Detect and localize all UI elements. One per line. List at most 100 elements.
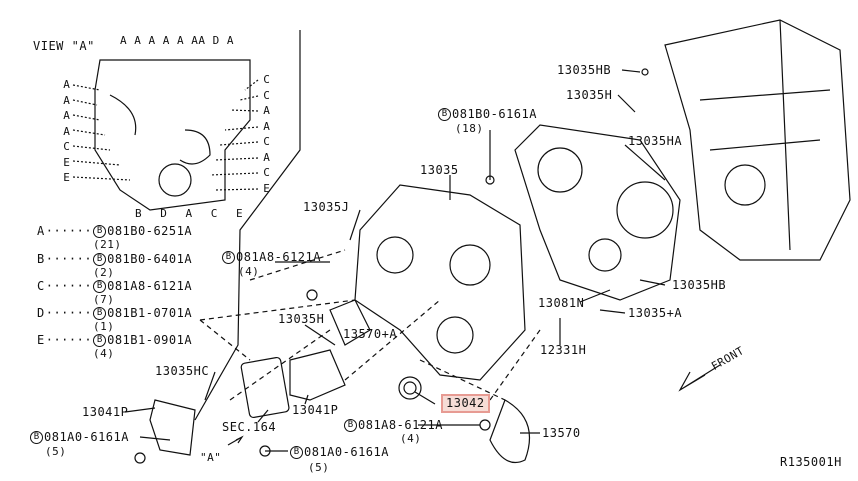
view-a-arrow-label: "A" [200, 451, 222, 464]
view-markers-left: A A A A C E E [63, 78, 70, 184]
oil-seal [398, 376, 422, 400]
rear-cover-hole [537, 147, 583, 193]
legend-part: 081B1-0901A [107, 333, 193, 347]
callout-13035h-mid: 13035H [278, 312, 325, 326]
legend-qty: (2) [93, 266, 115, 279]
legend-dots: ······ [45, 224, 93, 238]
callout-13041p-mid: 13041P [292, 403, 339, 417]
callout-bolt-bottom-left-qty: (5) [45, 445, 67, 458]
front-cover-hole [449, 244, 491, 286]
callout-13035a: 13035+A [628, 306, 683, 320]
bolt-symbol-icon: B [93, 334, 107, 347]
legend-dots: ······ [45, 279, 93, 293]
reference-code: R135001H [780, 455, 842, 469]
callout-13041p-left: 13041P [82, 405, 129, 419]
legend-qty: (1) [93, 320, 115, 333]
legend-key: A [37, 224, 45, 238]
engine-block-bore [724, 164, 766, 206]
callout-bolt-bottom-mid-qty: (4) [400, 432, 422, 445]
rear-cover [514, 124, 681, 301]
cover-13041p-left [149, 399, 196, 456]
bolt-symbol-icon: B [222, 251, 235, 264]
engine-block [664, 19, 851, 261]
front-cover-hole [436, 316, 474, 354]
rear-cover-hole [616, 181, 674, 239]
callout-13035: 13035 [420, 163, 459, 177]
callout-13570a: 13570+A [343, 327, 398, 341]
bolt-symbol-icon: B [344, 419, 357, 432]
bolt-symbol-icon: B [93, 307, 107, 320]
callout-13035hb-top: 13035HB [557, 63, 612, 77]
legend-part: 081A8-6121A [107, 279, 193, 293]
callout-13035hc: 13035HC [155, 364, 210, 378]
legend-part: 081B1-0701A [107, 306, 193, 320]
callout-sec164: SEC.164 [222, 420, 277, 434]
gasket [329, 299, 371, 346]
legend-dots: ······ [45, 306, 93, 320]
callout-13035ha: 13035HA [628, 134, 683, 148]
bolt-symbol-icon: B [438, 108, 451, 121]
legend-qty: (4) [93, 347, 115, 360]
legend-key: B [37, 252, 45, 266]
view-a-marker-leaders [72, 79, 259, 191]
view-markers-bottom: B D A C E [135, 207, 249, 220]
callout-13035h-top: 13035H [566, 88, 613, 102]
legend-dots: ······ [45, 252, 93, 266]
bolt-part: 081A8-6121A [358, 418, 443, 432]
view-markers-top: A A A A A AA D A [120, 34, 234, 47]
bolt-part: 081A0-6161A [304, 445, 389, 459]
legend-qty: (21) [93, 238, 122, 251]
view-label: VIEW "A" [33, 39, 95, 53]
oil-seal-inner [403, 381, 417, 395]
bolt-symbol-icon: B [290, 446, 303, 459]
callout-13081n: 13081N [538, 296, 585, 310]
bolt-symbol-icon: B [93, 280, 107, 293]
legend-dots: ······ [45, 333, 93, 347]
bolt-part: 081A0-6161A [44, 430, 129, 444]
view-a-arrow-icon [227, 435, 244, 446]
leader-lines [124, 68, 666, 464]
legend-key: C [37, 279, 45, 293]
view-a-hole [158, 163, 192, 197]
cover-13041p-mid [289, 349, 346, 401]
legend-part: 081B0-6401A [107, 252, 193, 266]
callout-12331h: 12331H [540, 343, 587, 357]
bolt-symbol-icon: B [30, 431, 43, 444]
view-a-outline [94, 59, 251, 211]
callout-bolt-bottom-center-qty: (5) [308, 461, 330, 474]
legend-part: 081B0-6251A [107, 224, 193, 238]
legend-key: E [37, 333, 45, 347]
legend-qty: (7) [93, 293, 115, 306]
assembly-lines [199, 249, 541, 401]
callout-bolt-left-qty: (4) [238, 265, 260, 278]
view-a-detail [109, 94, 211, 165]
callout-13035hb-mid: 13035HB [672, 278, 727, 292]
bolt-symbol-icon: B [93, 225, 107, 238]
rear-cover-hole [588, 238, 622, 272]
callout-bolt-top-qty: (18) [455, 122, 484, 135]
front-cover-hole [376, 236, 414, 274]
bolt-symbol-icon: B [93, 253, 107, 266]
front-arrow-icon [678, 364, 721, 392]
bolt-part: 081A8-6121A [236, 250, 321, 264]
legend-key: D [37, 306, 45, 320]
engine-block-detail [699, 19, 831, 251]
cover-13570 [489, 399, 531, 464]
callout-13042-highlighted[interactable]: 13042 [441, 394, 490, 413]
sec164-unit [240, 356, 290, 419]
bolt-part: 081B0-6161A [452, 107, 537, 121]
callout-13570: 13570 [542, 426, 581, 440]
front-cover [354, 184, 526, 381]
inset-border [194, 30, 301, 421]
